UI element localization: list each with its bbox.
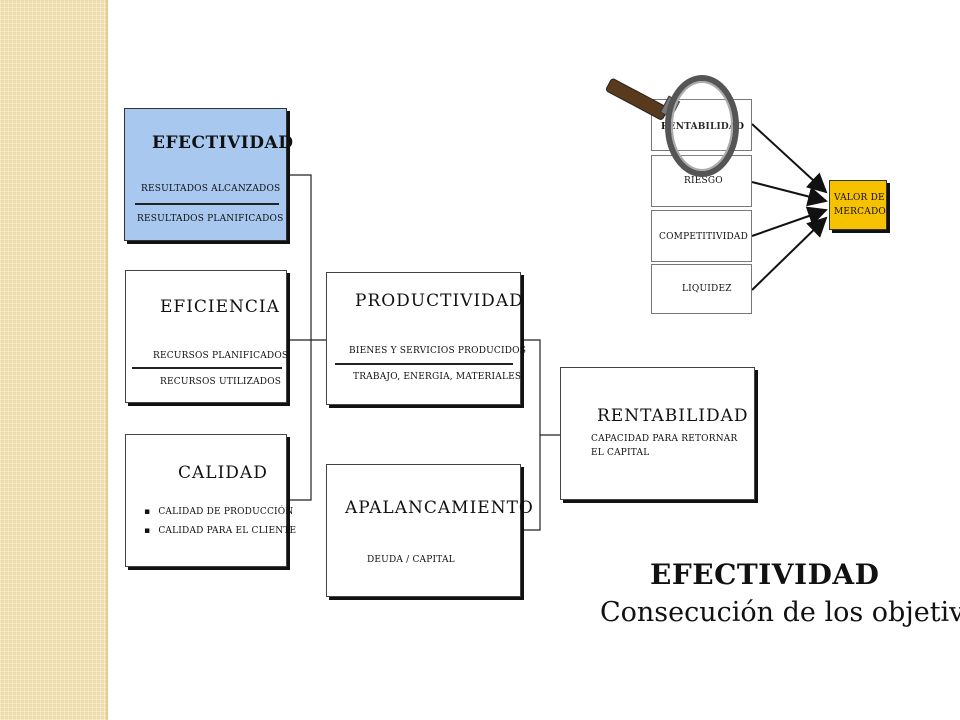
- valor-mercado-line1: VALOR DE: [834, 193, 885, 203]
- rentabilidad-box: RENTABILIDAD CAPACIDAD PARA RETORNAR EL …: [560, 367, 755, 500]
- efectividad-denominator: RESULTADOS PLANIFICADOS: [137, 214, 284, 224]
- calidad-box: CALIDAD CALIDAD DE PRODUCCIÓN CALIDAD PA…: [125, 434, 296, 567]
- factor-competitividad-box: COMPETITIVIDAD: [651, 210, 752, 262]
- factor-rentabilidad-label: RENTABILIDAD: [661, 122, 744, 132]
- apalancamiento-box: APALANCAMIENTO DEUDA / CAPITAL: [326, 464, 533, 597]
- rentabilidad-line2: EL CAPITAL: [591, 448, 650, 458]
- valor-mercado-line2: MERCADO: [834, 207, 886, 217]
- efectividad-box: EFECTIVIDAD RESULTADOS ALCANZADOS RESULT…: [124, 108, 293, 241]
- eficiencia-numerator: RECURSOS PLANIFICADOS: [153, 351, 289, 361]
- apalancamiento-formula: DEUDA / CAPITAL: [367, 555, 455, 565]
- efectividad-numerator: RESULTADOS ALCANZADOS: [141, 184, 281, 194]
- caption-subtitle: Consecución de los objetivos: [600, 597, 960, 628]
- calidad-item-2: CALIDAD PARA EL CLIENTE: [144, 526, 296, 536]
- fraction-line: [132, 367, 282, 369]
- factor-riesgo-box: RIESGO: [651, 155, 752, 207]
- calidad-title: CALIDAD: [178, 463, 268, 483]
- apalancamiento-title: APALANCAMIENTO: [345, 498, 534, 518]
- productividad-title: PRODUCTIVIDAD: [355, 291, 524, 311]
- eficiencia-title: EFICIENCIA: [160, 297, 280, 317]
- factor-liquidez-box: LIQUIDEZ: [651, 264, 752, 314]
- fraction-line: [335, 363, 513, 365]
- factor-riesgo-label: RIESGO: [684, 176, 723, 186]
- fraction-line: [135, 203, 279, 205]
- eficiencia-box: EFICIENCIA RECURSOS PLANIFICADOS RECURSO…: [125, 270, 289, 403]
- productividad-numerator: BIENES Y SERVICIOS PRODUCIDOS: [349, 346, 527, 356]
- factor-competitividad-label: COMPETITIVIDAD: [659, 232, 749, 242]
- rentabilidad-line1: CAPACIDAD PARA RETORNAR: [591, 434, 738, 444]
- eficiencia-denominator: RECURSOS UTILIZADOS: [160, 377, 282, 387]
- rentabilidad-title: RENTABILIDAD: [597, 406, 749, 426]
- calidad-item-1: CALIDAD DE PRODUCCIÓN: [144, 507, 293, 517]
- efectividad-title: EFECTIVIDAD: [152, 133, 294, 153]
- valor-mercado-box: VALOR DE MERCADO: [829, 180, 887, 230]
- productividad-denominator: TRABAJO, ENERGIA, MATERIALES: [353, 372, 522, 382]
- caption-title: EFECTIVIDAD: [650, 558, 880, 591]
- side-decorative-strip: [0, 0, 108, 720]
- factor-liquidez-label: LIQUIDEZ: [682, 284, 732, 294]
- productividad-box: PRODUCTIVIDAD BIENES Y SERVICIOS PRODUCI…: [326, 272, 526, 405]
